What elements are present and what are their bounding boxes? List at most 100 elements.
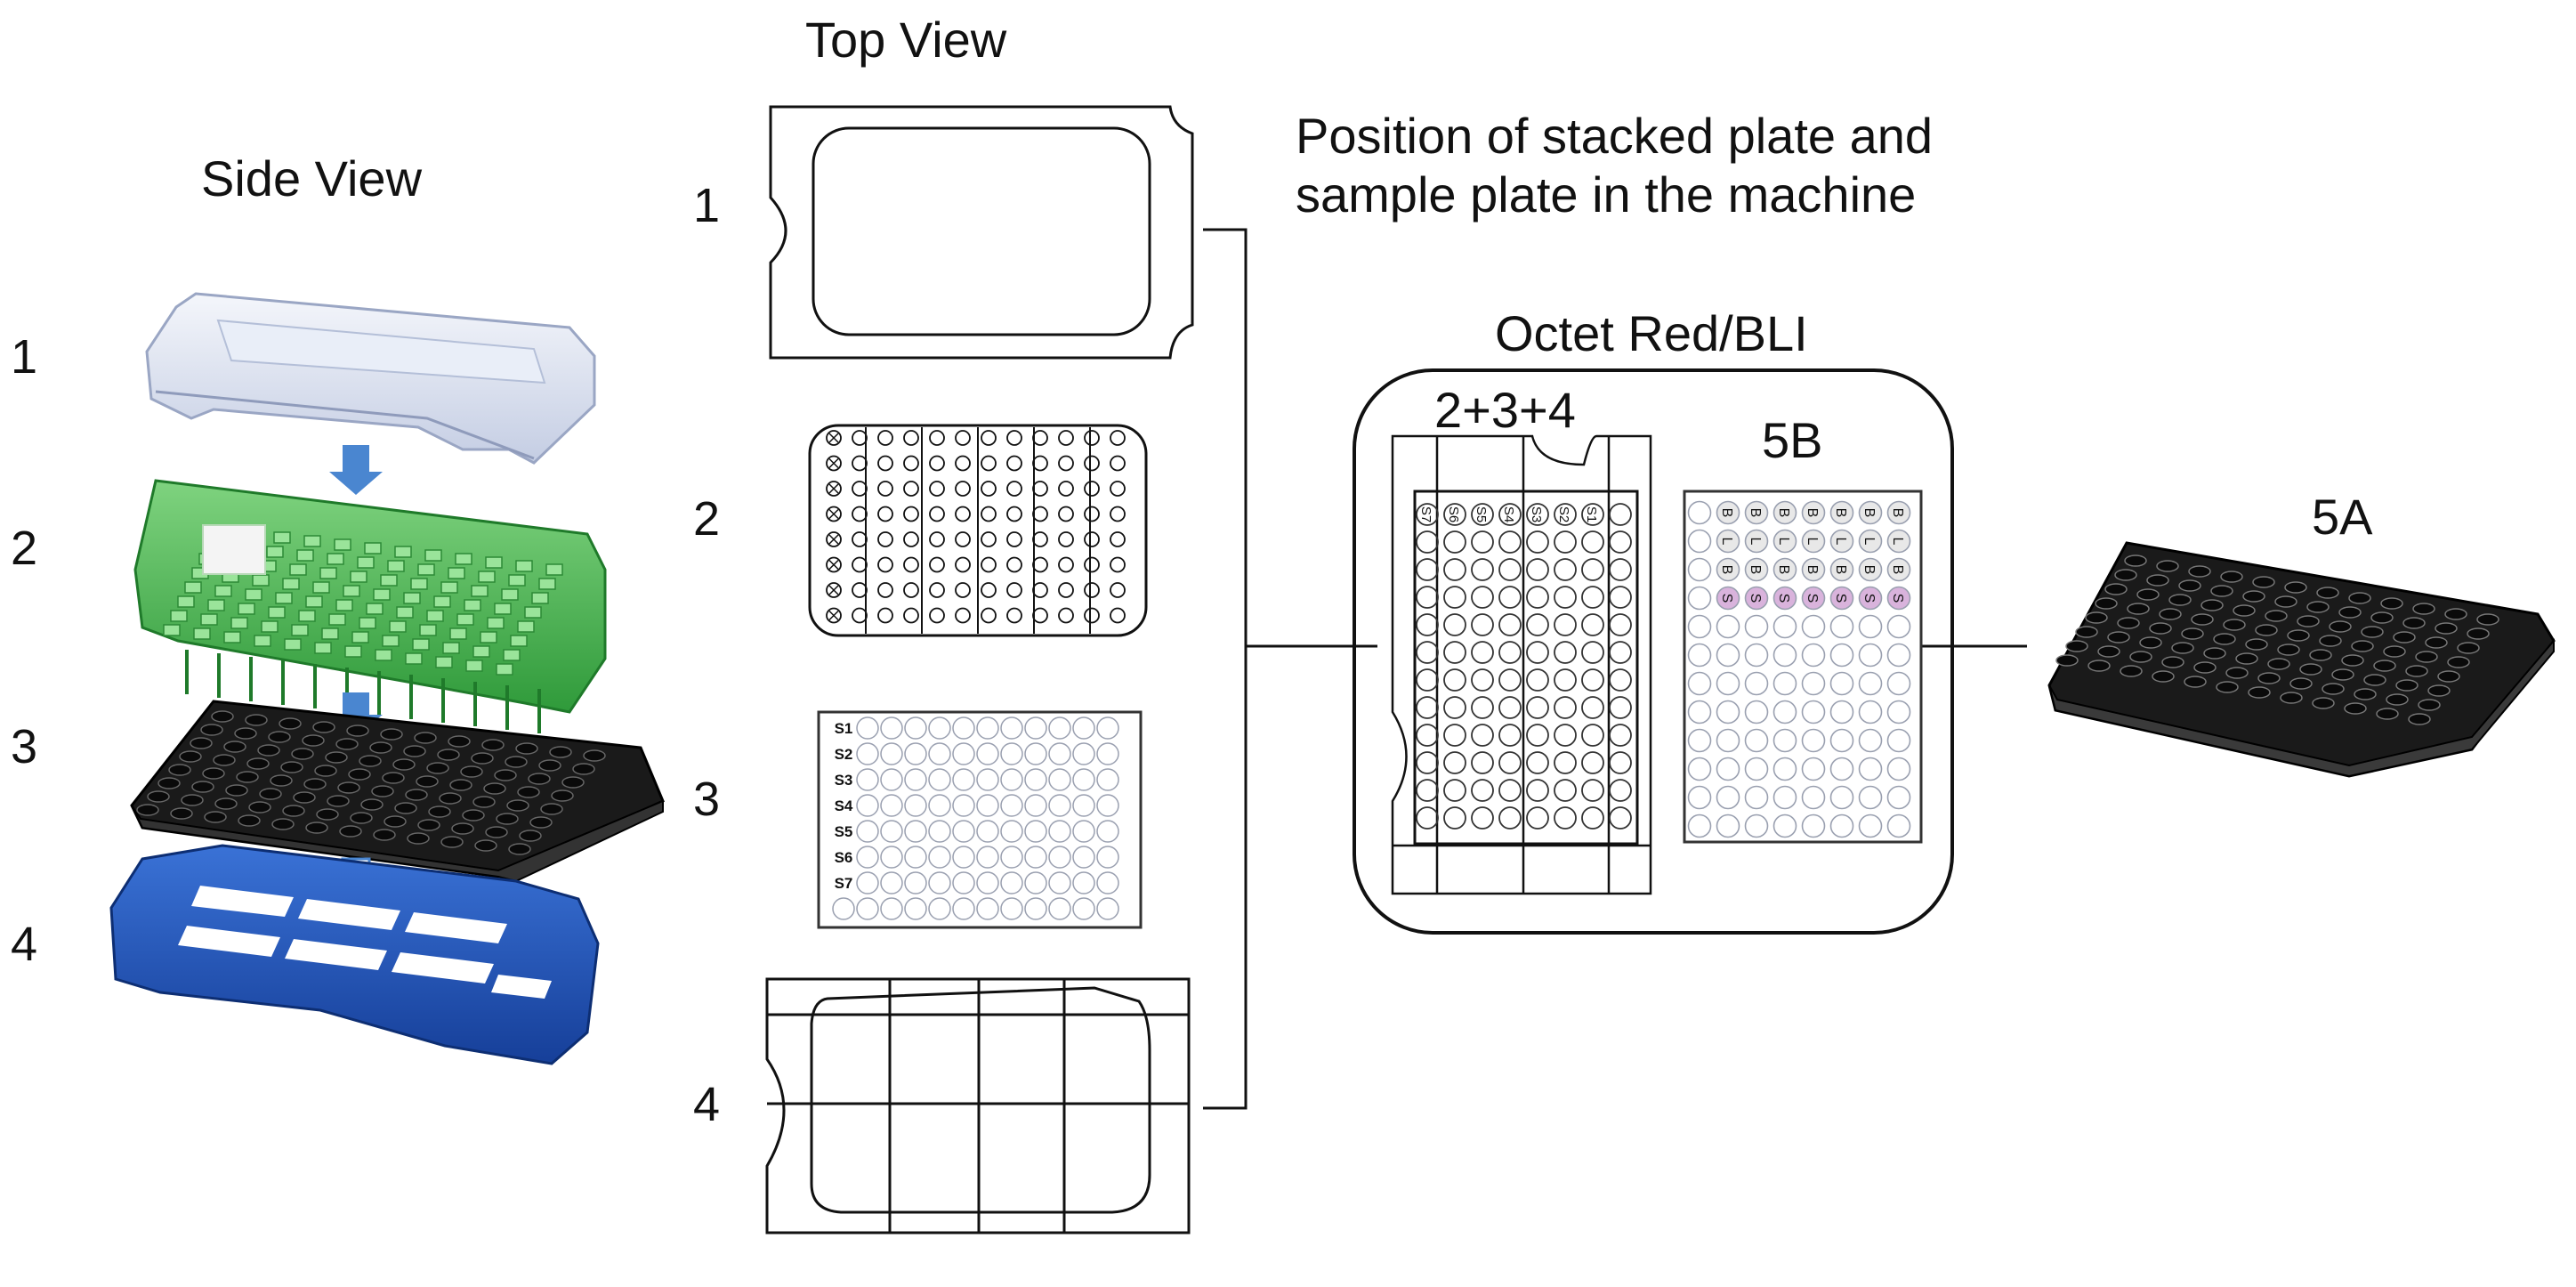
- plate-well: [405, 789, 428, 801]
- assay-well: [1858, 529, 1883, 554]
- plate-5a-well: [2225, 667, 2249, 679]
- sensor-slot: [955, 481, 971, 497]
- side-number-1: 1: [11, 330, 38, 384]
- sensor-tip: [328, 613, 346, 626]
- empty-well: [1801, 785, 1826, 810]
- plate-5a-well: [2156, 560, 2179, 572]
- sample-well: [1072, 794, 1095, 817]
- plate-well: [439, 792, 462, 805]
- stack-well: [1554, 613, 1577, 636]
- sample-well: [1024, 716, 1047, 740]
- sample-well: [976, 742, 999, 765]
- sample-well: [832, 897, 855, 920]
- stack-well: [1416, 696, 1439, 719]
- sensor-tip: [435, 656, 453, 668]
- plate-5a-well: [2408, 713, 2431, 725]
- sample-well: [856, 742, 879, 765]
- sensor-tip: [380, 574, 398, 587]
- plate-well: [369, 741, 392, 754]
- plate-well: [170, 807, 193, 820]
- plate-well: [238, 814, 261, 827]
- sensor-slot: [1032, 607, 1048, 624]
- empty-well: [1858, 700, 1883, 724]
- sensor-tip: [412, 638, 430, 651]
- sensor-tip: [177, 595, 195, 608]
- sample-well: [976, 871, 999, 894]
- sensor-slot: [903, 531, 919, 547]
- sensor-slot: [981, 455, 997, 472]
- plate-5a-well: [2065, 640, 2088, 652]
- plate-well: [246, 757, 270, 770]
- plate-5a-well: [2306, 601, 2330, 613]
- plate-5a-well: [2139, 636, 2162, 649]
- plate-5a-well: [2087, 660, 2111, 672]
- assay-well: [1829, 586, 1854, 611]
- plate-5a-well: [2361, 626, 2384, 638]
- plate-wells-grid: [136, 710, 606, 855]
- empty-well: [1829, 728, 1854, 753]
- stack-well: [1554, 724, 1577, 747]
- sensor-slot: [1110, 531, 1126, 547]
- assay-well: [1773, 500, 1797, 525]
- plate-well: [291, 748, 314, 760]
- plate-5a-well: [2129, 651, 2152, 663]
- assay-well-label: L: [1776, 538, 1791, 546]
- plate-well: [316, 808, 339, 821]
- stack-well: [1471, 613, 1494, 636]
- sensor-tip: [303, 535, 321, 547]
- plate-5a-well: [2161, 656, 2184, 668]
- plate-5a-well: [2316, 587, 2339, 599]
- plate-well: [394, 802, 417, 814]
- plate-5a-well: [2168, 594, 2192, 606]
- sensor-tip: [282, 578, 300, 590]
- stack-well: [1609, 806, 1632, 830]
- plate-5a-well: [2344, 702, 2367, 715]
- sample-well: [1096, 742, 1119, 765]
- plate-well: [549, 746, 572, 758]
- empty-well: [1716, 700, 1740, 724]
- plate-5a-well: [2216, 681, 2239, 693]
- sample-well: [904, 742, 927, 765]
- sensor-slot: [1110, 582, 1126, 598]
- stack-well: [1609, 503, 1632, 526]
- sensor-tip: [238, 603, 255, 615]
- plate-well: [147, 790, 170, 803]
- sensor-tip: [396, 606, 414, 619]
- sensor-slot: [1058, 556, 1074, 573]
- sample-well: [1048, 897, 1071, 920]
- sensor-slot: [1058, 481, 1074, 497]
- plate-5a-well: [2193, 661, 2217, 674]
- plate-well: [179, 750, 202, 763]
- plate-5a-well: [2277, 644, 2300, 656]
- sample-well: [904, 897, 927, 920]
- plate-5a-well: [2107, 631, 2130, 644]
- empty-well: [1773, 643, 1797, 668]
- sensor-tip: [487, 617, 505, 629]
- plate-well: [157, 777, 181, 789]
- empty-well: [1773, 671, 1797, 696]
- sensor-tip: [538, 578, 556, 590]
- sensor-slot: [1084, 506, 1100, 522]
- empty-well: [1716, 643, 1740, 668]
- sample-well: [904, 716, 927, 740]
- assay-well: [1773, 529, 1797, 554]
- top-sensor-tray: [808, 424, 1148, 637]
- instrument-label: Octet Red/BLI: [1495, 305, 1808, 361]
- assay-well-label: S: [1890, 594, 1905, 603]
- sensor-slot: [981, 506, 997, 522]
- plate-well: [214, 797, 238, 810]
- sample-well: [928, 846, 951, 869]
- plate-well: [449, 779, 472, 791]
- stack-well: [1526, 751, 1549, 774]
- assay-well: [1801, 529, 1826, 554]
- stack-well: [1498, 668, 1522, 692]
- stack-well: [1471, 806, 1494, 830]
- plate-5a-well: [2437, 670, 2460, 683]
- sensor-slot: [1032, 531, 1048, 547]
- top-holder: [765, 977, 1191, 1234]
- sample-well: [1000, 794, 1023, 817]
- assay-well-label: B: [1890, 508, 1905, 518]
- plate-5a-well: [2223, 619, 2246, 631]
- sensor-slot: [852, 506, 868, 522]
